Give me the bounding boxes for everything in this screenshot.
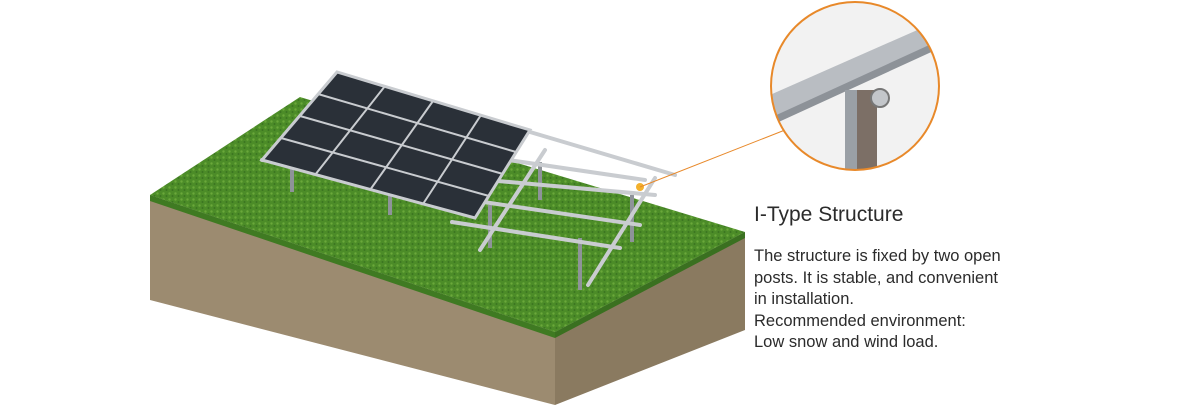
description-line: Recommended environment: bbox=[754, 311, 966, 330]
detail-zoom-circle bbox=[771, 2, 939, 170]
description-line: The structure is fixed by two open bbox=[754, 247, 1001, 265]
solar-panel-array bbox=[259, 70, 533, 220]
description-line: Low snow and wind load. bbox=[754, 333, 939, 351]
soil-left-face bbox=[150, 195, 555, 405]
description-line: posts. It is stable, and convenient bbox=[754, 268, 998, 287]
product-description: The structure is fixed by two open posts… bbox=[754, 246, 1054, 354]
description-line: in installation. bbox=[754, 290, 854, 308]
product-title: I-Type Structure bbox=[754, 203, 904, 226]
callout-leader-line bbox=[639, 129, 786, 188]
soil-right-face bbox=[555, 232, 745, 405]
